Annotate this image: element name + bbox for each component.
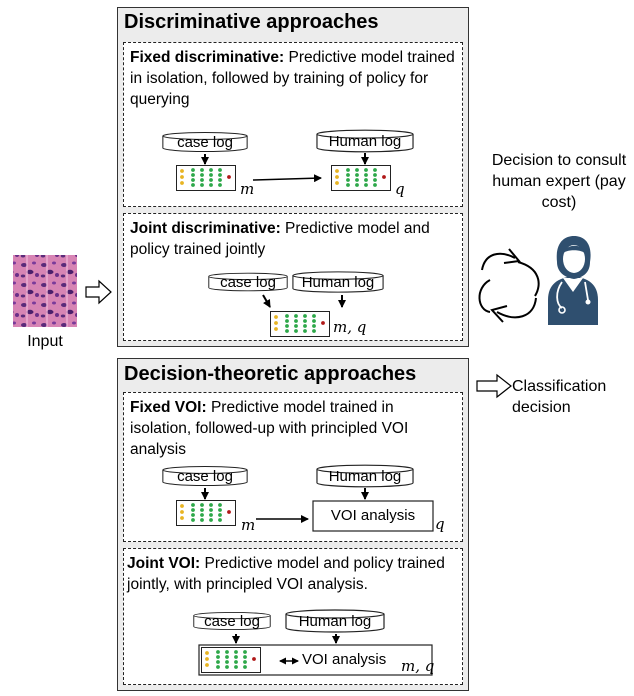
fixed-voi-heading: Fixed VOI: (130, 399, 207, 416)
variable-q: q (395, 180, 405, 198)
decision-theoretic-title: Decision-theoretic approaches (124, 363, 417, 385)
fixed-voi-description: Fixed VOI: Predictive model trained in i… (130, 397, 456, 460)
variable-m: m (240, 180, 255, 198)
consult-human-label: Decision to consult human expert (pay co… (491, 152, 627, 211)
histology-image (13, 255, 77, 327)
voi-analysis-label: VOI analysis (330, 507, 416, 524)
joint-voi-text: Predictive model and policy trained join… (127, 555, 445, 593)
neural-net-icon-q (331, 165, 391, 191)
human-log-label: Human log (301, 274, 375, 291)
neural-net-icon-mq (201, 647, 261, 673)
fixed-voi-text: Predictive model trained in isolation, f… (130, 399, 409, 458)
joint-discriminative-description: Joint discriminative: Predictive model a… (130, 218, 456, 260)
fixed-discriminative-text: Predictive model trained in isolation, f… (130, 49, 455, 108)
case-log-label: case log (177, 134, 233, 151)
voi-analysis-box (312, 500, 434, 532)
discriminative-title: Discriminative approaches (124, 11, 379, 33)
fixed-discriminative-heading: Fixed discriminative: (130, 49, 285, 66)
case-log-label: case log (220, 274, 276, 291)
case-log-label: case log (177, 468, 233, 485)
joint-discriminative-text: Predictive model and policy trained join… (130, 220, 430, 258)
variable-mq: m, q (333, 318, 367, 336)
neural-net-icon-m (176, 500, 236, 526)
variable-mq: m, q (401, 657, 435, 675)
output-arrow-icon (476, 373, 512, 399)
voi-analysis-label: VOI analysis (302, 651, 387, 668)
classification-decision-label: Classification decision (512, 378, 607, 416)
variable-q: q (435, 515, 445, 533)
joint-voi-description: Joint VOI: Predictive model and policy t… (127, 553, 461, 595)
neural-net-icon-mq (270, 311, 330, 337)
human-log-label: Human log (298, 613, 372, 630)
case-log-label: case log (204, 613, 260, 630)
human-log-label: Human log (328, 133, 402, 150)
joint-discriminative-heading: Joint discriminative: (130, 220, 281, 237)
variable-m: m (241, 516, 256, 534)
neural-net-icon-m (176, 165, 236, 191)
joint-voi-heading: Joint VOI: (127, 555, 201, 572)
human-log-label: Human log (328, 468, 402, 485)
input-label: Input (27, 333, 63, 350)
cycle-arrows-icon (478, 248, 540, 323)
input-arrow-icon (85, 279, 112, 305)
doctor-icon (548, 236, 598, 325)
fixed-discriminative-description: Fixed discriminative: Predictive model t… (130, 47, 456, 110)
